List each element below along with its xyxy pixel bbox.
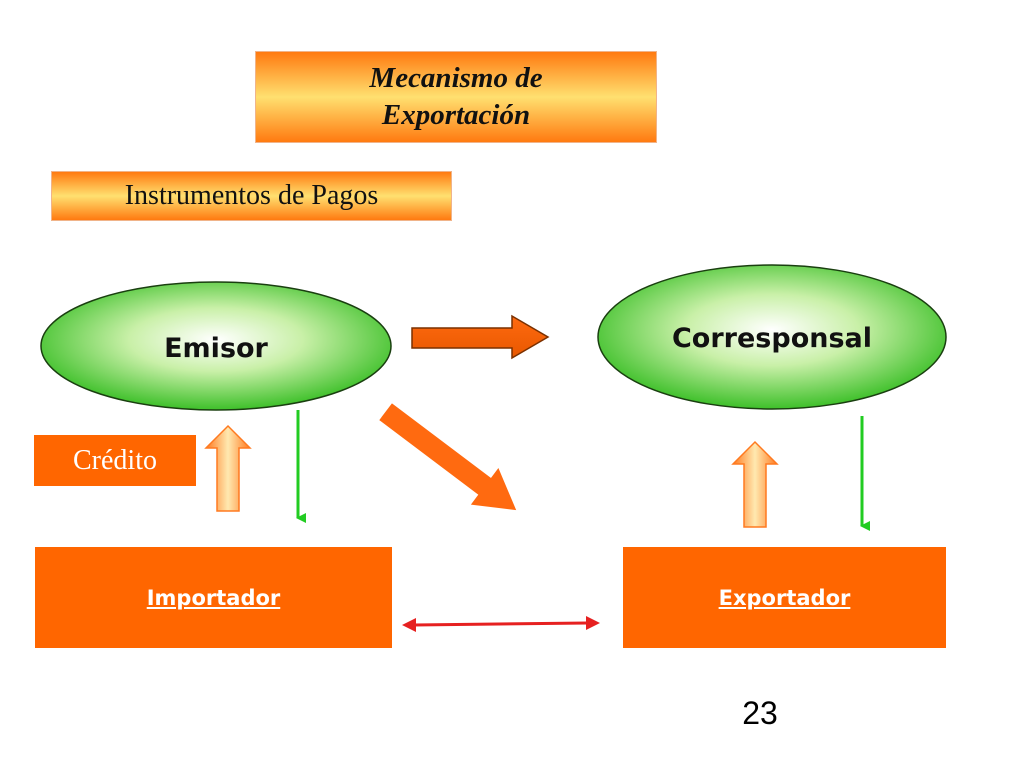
importador-box: Importador — [35, 547, 392, 648]
credito-label: Crédito — [73, 444, 157, 476]
arrow-emisor-to-exportador — [379, 403, 517, 511]
arrow-up-exportador-to-corresponsal — [731, 440, 779, 528]
emisor-label: Emisor — [164, 332, 268, 364]
arrow-head-right — [586, 616, 600, 630]
emisor-ellipse — [40, 281, 392, 411]
corresponsal-ellipse — [597, 264, 947, 410]
subtitle-text: Instrumentos de Pagos — [124, 180, 379, 211]
subtitle-box: Instrumentos de Pagos — [51, 171, 452, 221]
exportador-label: Exportador — [718, 585, 851, 610]
page-number: 23 — [742, 695, 778, 731]
arrow-up-importador-to-emisor — [204, 424, 252, 512]
arrow-importador-exportador — [413, 621, 589, 627]
exportador-box: Exportador — [623, 547, 946, 648]
arrow-emisor-to-corresponsal — [411, 314, 550, 360]
corresponsal-label: Corresponsal — [671, 322, 873, 354]
credito-box: Crédito — [34, 435, 196, 486]
importador-label: Importador — [146, 585, 281, 610]
arrow-head-left — [402, 618, 416, 632]
